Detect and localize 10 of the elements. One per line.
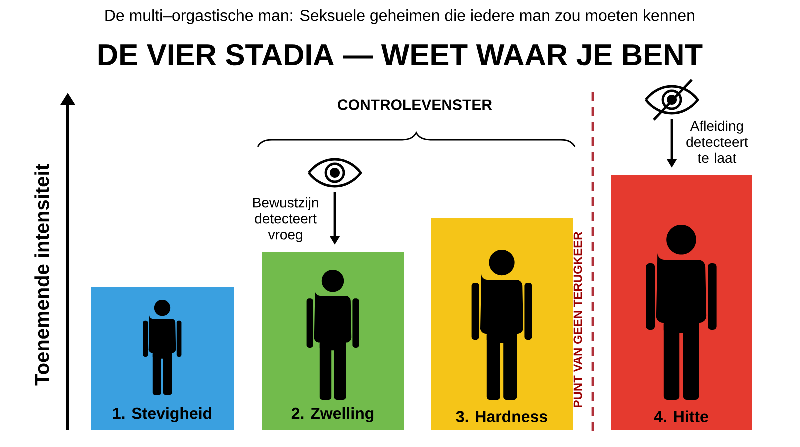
hidden-eye-icon bbox=[645, 79, 700, 121]
eye-icon bbox=[308, 158, 362, 188]
bracket-label: CONTROLEVENSTER bbox=[338, 100, 492, 110]
subtitle: De multi–orgastische man: Seksuele geheimen die iedere man zou moeten kennen bbox=[106, 10, 694, 24]
edge-label: Afleiding detecteert te laat bbox=[686, 120, 748, 164]
stage-bar: 1. Stevigheid bbox=[91, 287, 234, 430]
title: DE VIER STADIA — WEET WAAR JE BENT bbox=[98, 44, 703, 66]
axis-label: Toenemende intensiteit bbox=[34, 164, 50, 386]
edge-label: Bewustzijn detecteert vroeg bbox=[254, 197, 318, 243]
divider-label: PUNT VAN GEEN TERUGKEER bbox=[574, 232, 582, 408]
